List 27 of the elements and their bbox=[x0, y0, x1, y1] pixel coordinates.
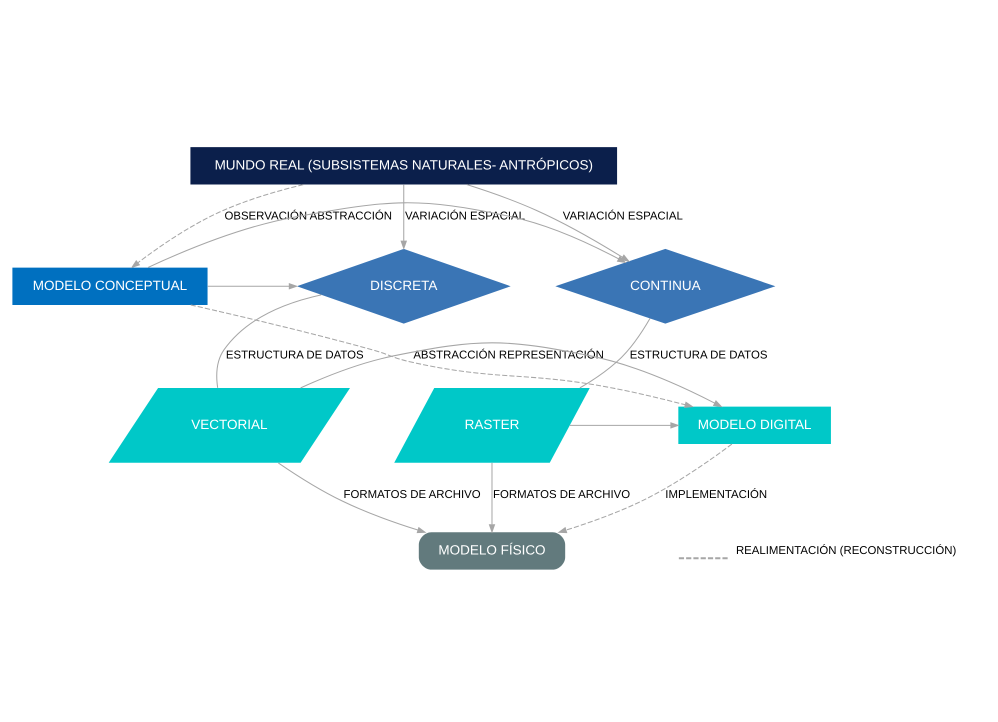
arrow bbox=[130, 184, 304, 268]
arrow bbox=[278, 462, 427, 534]
arrow bbox=[190, 304, 694, 408]
edge-label: FORMATOS DE ARCHIVO bbox=[344, 488, 481, 501]
edge-label: VARIACIÓN ESPACIAL bbox=[562, 210, 683, 223]
arrow bbox=[300, 342, 723, 408]
node-box: MODELO CONCEPTUAL bbox=[12, 268, 208, 305]
connector bbox=[216, 294, 322, 388]
node-diamond: DISCRETA bbox=[296, 248, 511, 324]
edge-label: ABSTRACCIÓN REPRESENTACIÓN bbox=[413, 350, 604, 362]
node-box: MODELO DIGITAL bbox=[678, 406, 831, 444]
edge-label: ESTRUCTURA DE DATOS bbox=[630, 350, 768, 362]
node-box: MUNDO REAL (SUBSISTEMAS NATURALES- ANTRÓPICOS) bbox=[190, 147, 618, 185]
arrow bbox=[570, 422, 680, 429]
legend-label: REALIMENTACIÓN (RECONSTRUCCIÓN) bbox=[736, 544, 956, 557]
node-box: MODELO FÍSICO bbox=[418, 532, 566, 570]
arrow bbox=[148, 202, 626, 268]
node-diamond: CONTINUA bbox=[555, 248, 776, 324]
arrow bbox=[488, 462, 496, 534]
edge-label: OBSERVACIÓN ABSTRACCIÓN bbox=[224, 210, 392, 223]
arrow bbox=[400, 184, 408, 250]
edge-label: FORMATOS DE ARCHIVO bbox=[492, 488, 630, 501]
edge-label: IMPLEMENTACIÓN bbox=[665, 488, 768, 501]
edge-label: ESTRUCTURA DE DATOS bbox=[226, 350, 364, 362]
connector bbox=[580, 318, 650, 388]
arrow bbox=[208, 282, 298, 290]
arrow bbox=[557, 444, 732, 534]
